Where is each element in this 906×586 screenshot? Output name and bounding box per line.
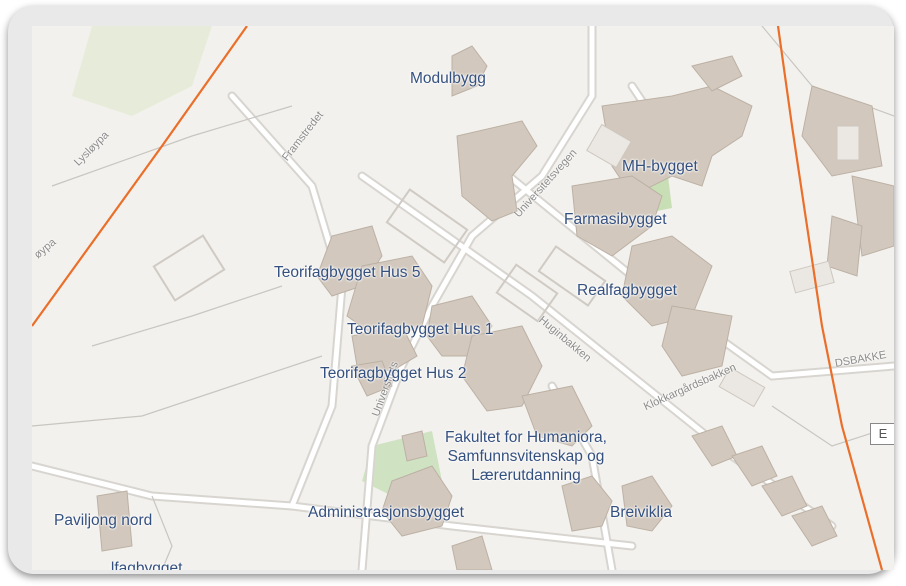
building-label-realfagbygget[interactable]: Realfagbygget [577,282,677,299]
building-label-fakultet-line-3: Lærerutdanning [471,467,581,484]
road-number-badge: E [870,423,894,445]
map-canvas[interactable] [32,26,894,570]
building-label-teorifagbygget-hus-1[interactable]: Teorifagbygget Hus 1 [347,321,494,338]
building-label-teorifagbygget-hus-5[interactable]: Teorifagbygget Hus 5 [274,264,421,281]
building-label-paviljong-nord[interactable]: Paviljong nord [54,512,153,529]
buildings [96,45,894,570]
building-label-fakultet-line-2: Samfunnsvitenskap og [447,448,605,465]
building-label-mh-bygget[interactable]: MH-bygget [622,158,698,175]
parking-areas [152,188,607,323]
map-frame: Lysløypa øypa Framstredet Universitetsve… [8,6,894,574]
building-label-administrasjonsbygget[interactable]: Administrasjonsbygget [308,504,464,521]
building-label-partial[interactable]: ...lfagbygget [98,560,183,570]
building-label-farmasibygget[interactable]: Farmasibygget [564,211,667,228]
map-viewport[interactable]: Lysløypa øypa Framstredet Universitetsve… [32,26,894,570]
building-label-fakultet-line-1: Fakultet for Humaniora, [445,429,607,446]
boundary-lines [32,26,884,570]
building-label-teorifagbygget-hus-2[interactable]: Teorifagbygget Hus 2 [320,365,467,382]
building-label-modulbygg[interactable]: Modulbygg [410,70,486,87]
building-label-fakultet[interactable]: Fakultet for Humaniora, Samfunnsvitenska… [410,428,642,485]
building-label-breiviklia[interactable]: Breiviklia [610,504,673,521]
minor-buildings [586,123,860,408]
green-area [72,26,212,116]
